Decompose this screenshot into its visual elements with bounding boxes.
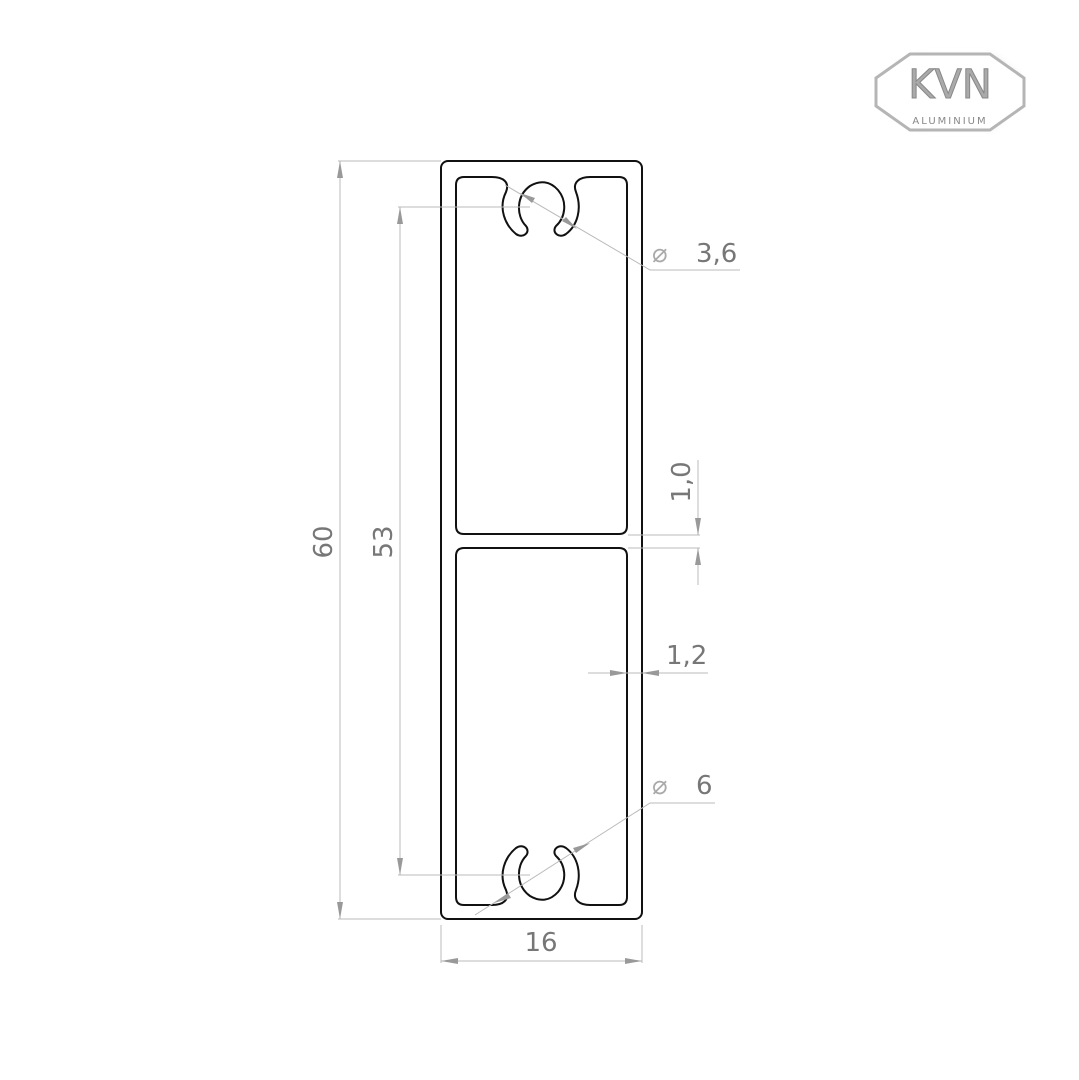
dimension-width: 16 [440, 925, 643, 964]
diameter-icon: ⌀ [652, 239, 668, 269]
logo-subtitle: ALUMINIUM [912, 116, 987, 127]
kvn-logo: KVN ALUMINIUM [874, 52, 1026, 132]
bottom-chamber [455, 547, 628, 906]
dim-1-0-label: 1,0 [667, 461, 697, 502]
dimension-web-thickness: 1,0 [628, 460, 701, 585]
aluminium-profile [440, 160, 643, 920]
dim-16-label: 16 [524, 928, 557, 958]
dimension-large-slot: ⌀ 6 [474, 771, 715, 916]
top-chamber [455, 176, 628, 535]
profile-outer-wall [440, 160, 643, 920]
dim-53-label: 53 [369, 525, 399, 558]
dim-1-2-label: 1,2 [666, 641, 707, 671]
logo-brand: KVN [908, 62, 992, 108]
dimension-wall-thickness: 1,2 [588, 641, 708, 676]
diameter-icon: ⌀ [652, 771, 668, 801]
dimension-small-slot: ⌀ 3,6 [504, 184, 740, 271]
dimension-overall-height: 60 [309, 160, 441, 920]
dim-6-label: 6 [696, 771, 713, 801]
dim-60-label: 60 [309, 525, 339, 558]
dim-3-6-label: 3,6 [696, 239, 737, 269]
dimension-inner-height: 53 [369, 206, 530, 876]
